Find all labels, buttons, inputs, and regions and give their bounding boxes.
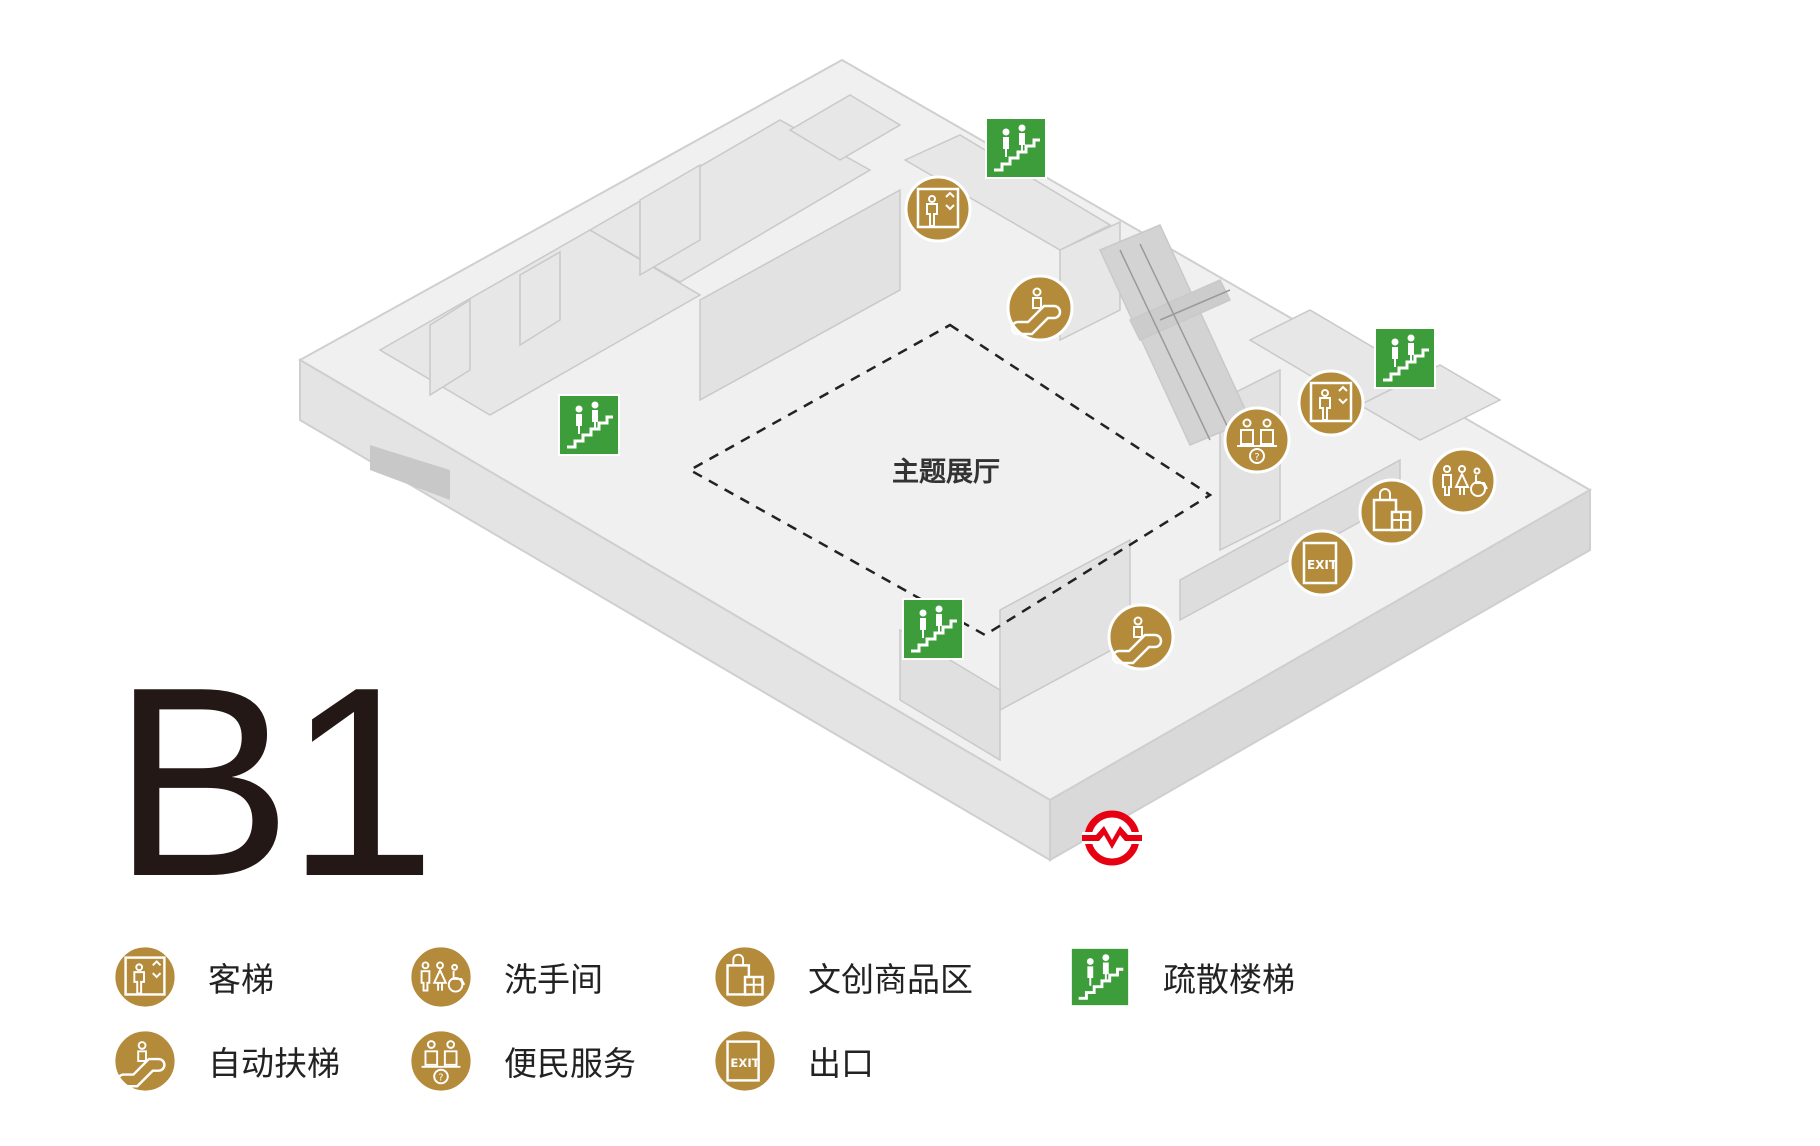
- evacuation-stairs-icon[interactable]: [557, 393, 621, 457]
- exit-icon: [712, 1028, 778, 1094]
- shop-icon[interactable]: [1358, 478, 1426, 546]
- legend-label: 出口: [808, 1044, 874, 1083]
- legend-item-escalator: 自动扶梯: [112, 1026, 340, 1096]
- legend-label: 客梯: [208, 960, 274, 999]
- legend-label: 便民服务: [504, 1044, 636, 1083]
- legend-item-restroom: 洗手间: [408, 942, 603, 1012]
- stair-hatch: [1119, 243, 1231, 441]
- legend-item-service: 便民服务: [408, 1026, 636, 1096]
- escalator-icon[interactable]: [1107, 603, 1175, 671]
- legend-item-shop: 文创商品区: [712, 942, 973, 1012]
- interior-walls: [378, 94, 1502, 762]
- elevator-icon[interactable]: [1297, 369, 1365, 437]
- legend-item-elevator: 客梯: [112, 942, 274, 1012]
- floor-label: B1: [112, 632, 436, 933]
- evacuation-stairs-icon: [1069, 946, 1131, 1008]
- legend-item-exit: 出口: [712, 1026, 874, 1096]
- main-hall-outline: [687, 323, 1213, 637]
- restroom-icon: [408, 944, 474, 1010]
- evacuation-stairs-icon[interactable]: [901, 597, 965, 661]
- legend-label: 自动扶梯: [208, 1044, 340, 1083]
- legend-label: 文创商品区: [808, 960, 973, 999]
- elevator-icon[interactable]: [904, 175, 972, 243]
- elevator-icon: [112, 944, 178, 1010]
- metro-logo: [1082, 814, 1142, 862]
- service-icon: [408, 1028, 474, 1094]
- legend-label: 疏散楼梯: [1163, 960, 1295, 999]
- exit-icon[interactable]: [1288, 529, 1356, 597]
- evacuation-stairs-icon[interactable]: [984, 116, 1048, 180]
- legend-item-stairs: 疏散楼梯: [1067, 942, 1295, 1012]
- restroom-icon[interactable]: [1429, 447, 1497, 515]
- evacuation-stairs-icon[interactable]: [1373, 326, 1437, 390]
- shop-icon: [712, 944, 778, 1010]
- service-icon[interactable]: [1223, 406, 1291, 474]
- main-hall-label: 主题展厅: [892, 457, 1000, 488]
- escalator-icon[interactable]: [1006, 274, 1074, 342]
- escalator-icon: [112, 1028, 178, 1094]
- legend-label: 洗手间: [504, 960, 603, 999]
